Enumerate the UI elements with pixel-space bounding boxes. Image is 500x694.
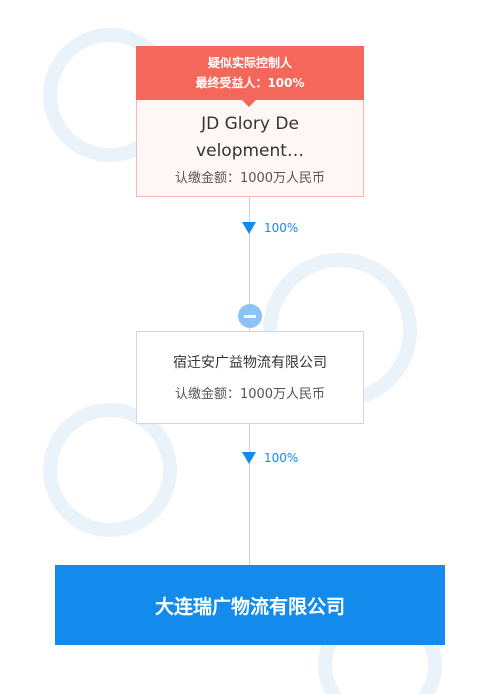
controller-tag-line1: 疑似实际控制人 — [207, 56, 292, 70]
edge-percent-2-label: 100% — [264, 451, 299, 465]
intermediate-amount: 认缴金额：1000万人民币 — [174, 387, 326, 402]
controller-amount: 认缴金额：1000万人民币 — [174, 171, 326, 186]
controller-tag-line2: 最终受益人：100% — [195, 76, 305, 90]
edge-percent-2: 100% — [242, 448, 298, 468]
target-company-node[interactable]: 大连瑞广物流有限公司 — [55, 565, 445, 645]
target-company-name: 大连瑞广物流有限公司 — [154, 595, 345, 618]
tag-pointer-icon — [242, 100, 256, 107]
intermediate-node[interactable]: 宿迁安广益物流有限公司 认缴金额：1000万人民币 — [136, 331, 364, 424]
connector-line-top — [249, 197, 250, 331]
collapse-minus-icon — [244, 314, 256, 318]
edge-percent-1-label: 100% — [264, 221, 299, 235]
down-arrow-icon — [242, 222, 256, 234]
collapse-toggle-button[interactable] — [238, 304, 262, 328]
edge-percent-1: 100% — [242, 218, 298, 238]
down-arrow-icon — [242, 452, 256, 464]
controller-node[interactable]: 疑似实际控制人 最终受益人：100% JD Glory De velopment… — [136, 46, 364, 197]
intermediate-name[interactable]: 宿迁安广益物流有限公司 — [173, 355, 327, 371]
controller-name[interactable]: JD Glory De velopment… — [137, 111, 363, 165]
connector-line-bottom — [249, 424, 250, 565]
controller-tag: 疑似实际控制人 最终受益人：100% — [136, 46, 364, 107]
controller-name-line2: velopment… — [196, 141, 304, 161]
controller-name-line1: JD Glory De — [201, 114, 299, 134]
